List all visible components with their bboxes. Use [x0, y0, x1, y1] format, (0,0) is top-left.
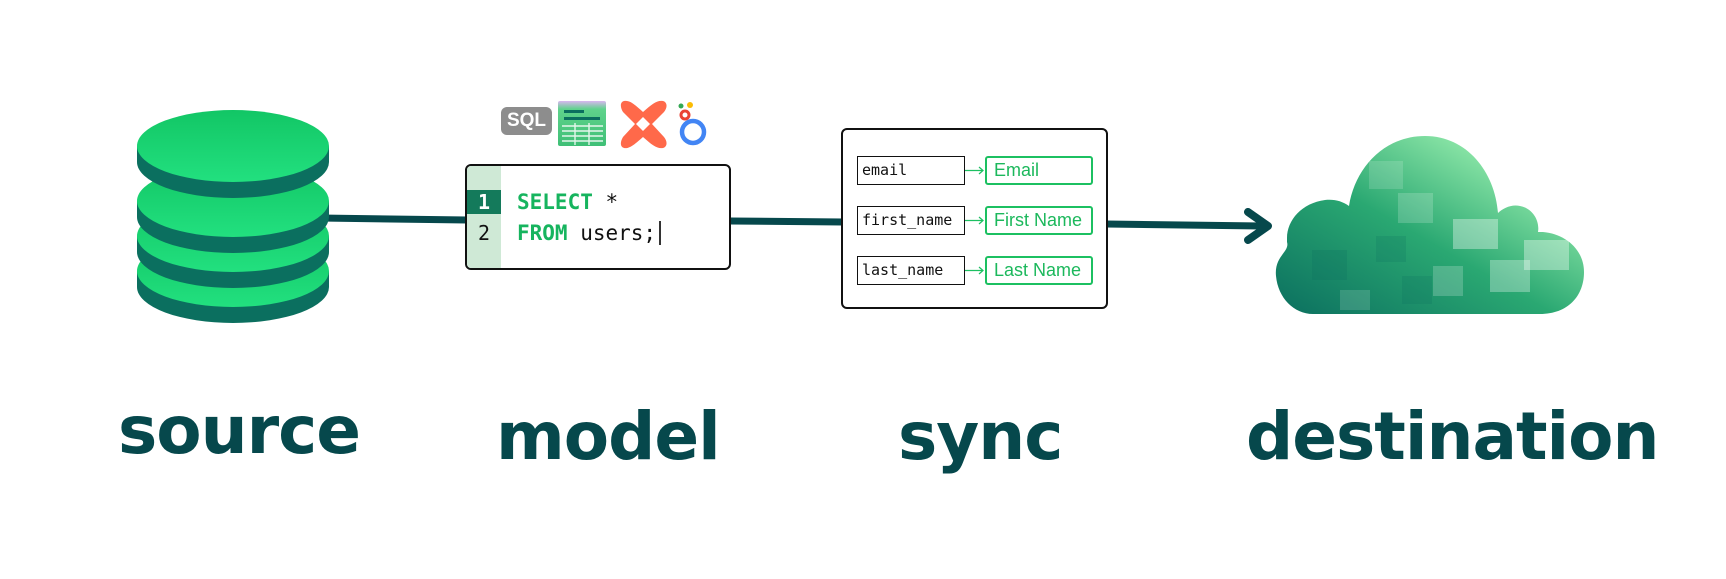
source-field: email [857, 156, 965, 185]
code-line: FROM users; [517, 221, 662, 245]
sql-text: * [592, 190, 619, 214]
destination-field: First Name [985, 206, 1093, 235]
looker-icon [678, 102, 707, 146]
sql-keyword: FROM [517, 221, 568, 245]
destination-field: Email [985, 156, 1093, 185]
mapping-arrow-icon [965, 216, 984, 225]
code-line: SELECT * [517, 190, 618, 214]
connector-source-model [316, 214, 471, 224]
source-field: last_name [857, 256, 965, 285]
dbt-icon [620, 100, 667, 149]
stage-label-model: model [496, 398, 721, 475]
connector-model-sync [726, 217, 847, 226]
sql-badge-icon: SQL [501, 107, 552, 135]
mapping-arrow-icon [965, 266, 984, 275]
text-cursor [659, 221, 662, 245]
sql-editor[interactable]: 1 2 SELECT * FROM users; [465, 164, 731, 270]
source-field: first_name [857, 206, 965, 235]
stage-label-source: source [118, 392, 361, 469]
line-number-gutter [467, 166, 501, 268]
destination-field: Last Name [985, 256, 1093, 285]
sql-keyword: SELECT [517, 190, 593, 214]
connector-sync-destination-arrow [1102, 208, 1272, 244]
mapping-arrow-icon [965, 166, 984, 175]
sql-text: users; [567, 221, 657, 245]
database-disk-1 [137, 110, 329, 198]
line-number: 1 [467, 190, 501, 214]
stage-label-destination: destination [1246, 398, 1659, 475]
stage-label-sync: sync [898, 398, 1063, 475]
cloud-icon [1275, 136, 1584, 314]
database-icon [137, 110, 329, 323]
spreadsheet-icon [558, 101, 606, 146]
line-number: 2 [477, 221, 491, 245]
sync-mapping-card: email Email first_name First Name last_n… [841, 128, 1108, 309]
